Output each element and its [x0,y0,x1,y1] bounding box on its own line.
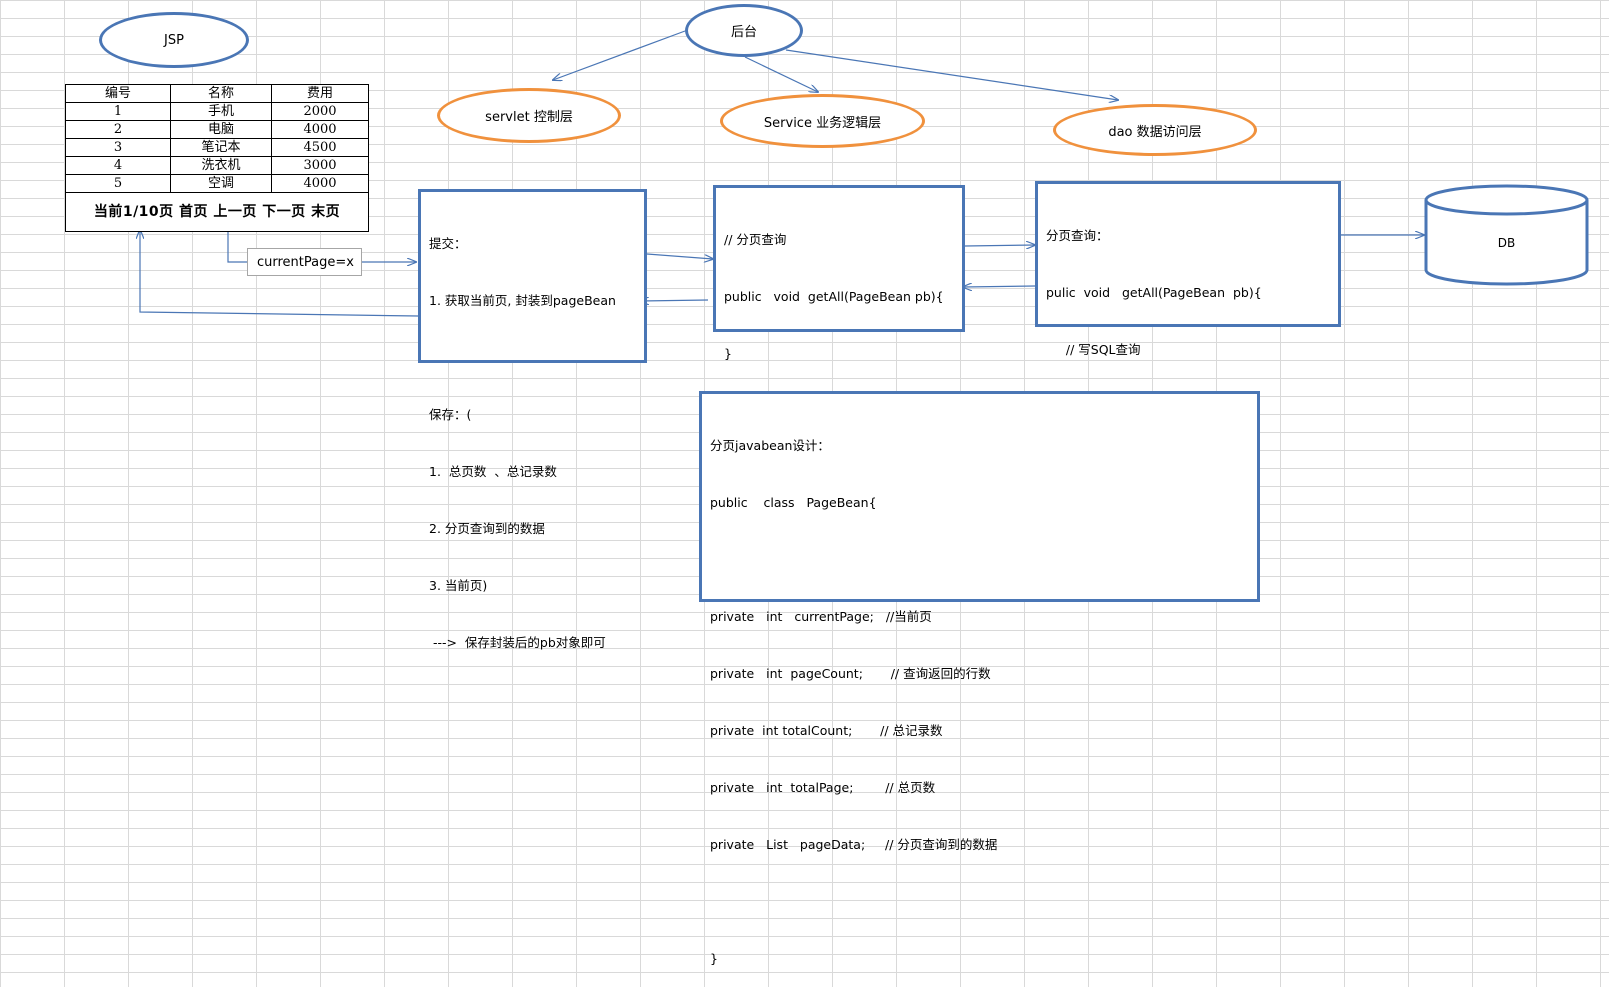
table-row: 2 电脑 4000 [65,120,369,139]
service-note-line: // 分页查询 [724,232,787,247]
servlet-note-line: 保存：( [429,407,472,422]
table-cell: 电脑 [170,120,272,139]
arrow-service-to-servlet [640,300,709,301]
current-page-param-text: currentPage=x [257,254,354,270]
pagebean-line: private int totalPage; // 总页数 [710,780,936,795]
service-note-box: // 分页查询 public void getAll(PageBean pb){… [713,185,965,361]
table-cell: 空调 [170,174,272,193]
pagebean-line: } [710,951,718,966]
oval-backend-label: 后台 [730,25,757,40]
arrow-servlet-to-service [646,253,713,259]
pagebean-line [710,550,1249,569]
oval-jsp: JSP [99,12,249,68]
arrow-backend-to-servlet [553,30,686,80]
table-cell: 3000 [271,156,369,175]
pagebean-line: private int currentPage; //当前页 [710,609,932,624]
table-cell: 3 [65,138,171,157]
table-cell: 1 [65,102,171,121]
pagebean-line: private int pageCount; // 查询返回的行数 [710,666,991,681]
table-cell: 4 [65,156,171,175]
dao-note-line: 分页查询： [1046,228,1109,243]
table-cell: 洗衣机 [170,156,272,175]
table-cell: 2 [65,120,171,139]
servlet-note-line [429,348,636,367]
arrow-backend-to-service [744,56,818,92]
table-row: 1 手机 2000 [65,102,369,121]
table-cell: 4000 [271,174,369,193]
table-row: 5 空调 4000 [65,174,369,193]
arrow-backend-to-dao [785,49,1118,100]
servlet-note-line: 1. 获取当前页, 封装到pageBean [429,293,616,308]
table-cell: 5 [65,174,171,193]
pagebean-line: public class PageBean{ [710,495,877,510]
jsp-product-table: 编号 名称 费用 1 手机 2000 2 电脑 4000 3 笔记本 4500 … [65,84,369,232]
oval-dao: dao 数据访问层 [1053,104,1257,156]
servlet-note-box: 提交： 1. 获取当前页, 封装到pageBean 保存：( 1. 总页数 、总… [418,189,647,650]
oval-servlet-label: servlet 控制层 [485,110,573,125]
pagebean-line: 分页javabean设计： [710,438,830,453]
servlet-note-line: 提交： [429,236,467,251]
arrow-dao-to-service [963,286,1036,287]
arrow-service-to-dao [964,245,1035,246]
oval-jsp-label: JSP [164,32,184,48]
service-note-line: public void getAll(PageBean pb){ [724,289,944,304]
oval-service: Service 业务逻辑层 [720,94,925,148]
oval-servlet: servlet 控制层 [437,88,621,143]
pagebean-design-box: 分页javabean设计： public class PageBean{ pri… [699,391,1260,966]
arrow-pager-to-param [227,232,247,263]
oval-backend: 后台 [685,4,803,57]
servlet-note-line: ---> 保存封装后的pb对象即可 [429,635,606,650]
database-cylinder [1424,184,1589,286]
servlet-note-line: 2. 分页查询到的数据 [429,521,545,536]
pagebean-line [710,892,1249,911]
table-header-row: 编号 名称 费用 [65,84,369,103]
table-cell: 4000 [271,120,369,139]
table-cell: 笔记本 [170,138,272,157]
oval-dao-label: dao 数据访问层 [1108,124,1202,140]
table-row: 3 笔记本 4500 [65,138,369,157]
table-cell: 手机 [170,102,272,121]
table-row: 4 洗衣机 3000 [65,156,369,175]
table-cell: 2000 [271,102,369,121]
database-label: DB [1497,236,1516,250]
dao-note-line: pulic void getAll(PageBean pb){ [1046,285,1262,300]
oval-service-label: Service 业务逻辑层 [763,115,882,131]
pagebean-line: private int totalCount; // 总记录数 [710,723,943,738]
pagebean-line: private List pageData; // 分页查询到的数据 [710,837,998,852]
table-header-cell: 编号 [65,84,171,103]
service-note-line: } [724,346,732,361]
dao-note-box: 分页查询： pulic void getAll(PageBean pb){ //… [1035,181,1341,585]
pager-links[interactable]: 当前1/10页 首页 上一页 下一页 末页 [65,192,369,232]
pager-row: 当前1/10页 首页 上一页 下一页 末页 [65,192,369,232]
table-cell: 4500 [271,138,369,157]
servlet-note-line: 1. 总页数 、总记录数 [429,464,557,479]
table-header-cell: 名称 [170,84,272,103]
table-header-cell: 费用 [271,84,369,103]
arrow-servlet-back-to-jsp [140,230,419,317]
dao-note-line: // 写SQL查询 [1046,342,1141,357]
servlet-note-line: 3. 当前页) [429,578,488,593]
current-page-param-label: currentPage=x [247,248,362,276]
connector-arrows [0,30,1609,317]
